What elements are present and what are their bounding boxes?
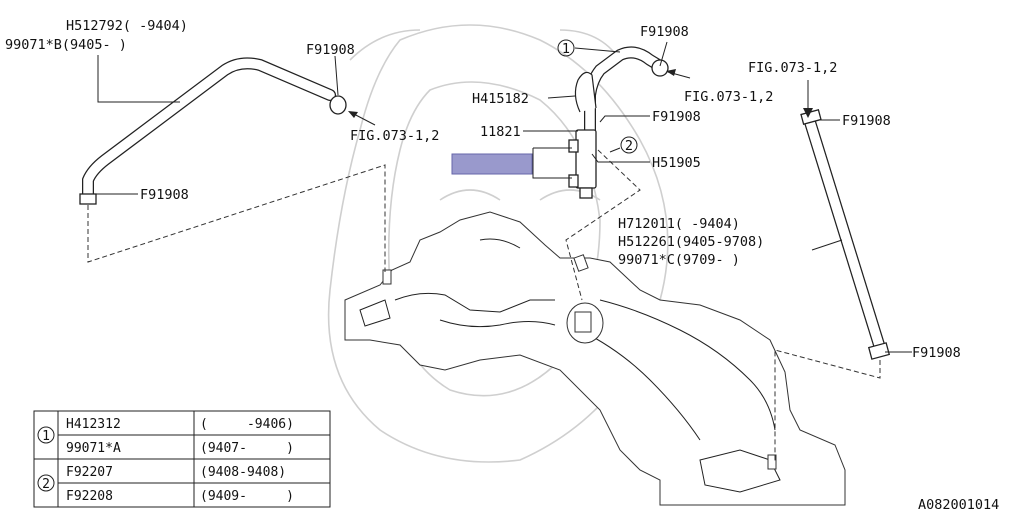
left-hose xyxy=(79,57,347,205)
callout-1: 1 xyxy=(557,39,575,57)
label-h712011: H712011( -9404) xyxy=(618,216,740,232)
right-hose xyxy=(800,109,891,360)
label-f91908-right-top: F91908 xyxy=(842,113,891,129)
legend-part-2b: F92208 xyxy=(66,489,113,504)
label-99071b: 99071*B(9405- ) xyxy=(5,37,127,53)
label-h51905: H51905 xyxy=(652,155,701,171)
legend-range-2b: (9409- ) xyxy=(200,489,294,504)
legend-ref-2: 2 xyxy=(42,477,50,492)
legend-part-2a: F92207 xyxy=(66,465,113,480)
legend-part-1b: 99071*A xyxy=(66,441,121,456)
leader-lines xyxy=(95,41,912,353)
legend-table: 1 2 H412312 ( -9406) 99071*A (9407- ) F9… xyxy=(33,410,331,508)
dashed-guides xyxy=(87,149,881,462)
legend-range-1a: ( -9406) xyxy=(200,417,294,432)
label-fig073-right: FIG.073-1,2 xyxy=(748,60,837,76)
label-fig073-mid: FIG.073-1,2 xyxy=(684,89,773,105)
callout-2-number: 2 xyxy=(625,138,633,154)
legend-ref-1: 1 xyxy=(42,429,50,444)
diagram-code: A082001014 xyxy=(918,497,999,512)
label-99071c: 99071*C(9709- ) xyxy=(618,252,740,268)
legend-part-1a: H412312 xyxy=(66,417,121,432)
intake-manifold xyxy=(344,211,846,506)
callout-2: 2 xyxy=(620,136,638,154)
legend-range-1b: (9407- ) xyxy=(200,441,294,456)
label-h512261: H512261(9405-9708) xyxy=(618,234,764,250)
label-h512792: H512792( -9404) xyxy=(66,18,188,34)
label-f91908-top-mid: F91908 xyxy=(640,24,689,40)
label-fig073-left: FIG.073-1,2 xyxy=(350,128,439,144)
center-hose-valve xyxy=(568,46,669,199)
highlight-box[interactable] xyxy=(451,153,533,175)
label-f91908-mid: F91908 xyxy=(652,109,701,125)
label-11821: 11821 xyxy=(480,124,521,140)
label-h415182: H415182 xyxy=(472,91,529,107)
callout-1-number: 1 xyxy=(562,41,570,57)
label-f91908-top-left: F91908 xyxy=(306,42,355,58)
label-f91908-bottom-left: F91908 xyxy=(140,187,189,203)
label-f91908-right-bottom: F91908 xyxy=(912,345,961,361)
legend-range-2a: (9408-9408) xyxy=(200,465,286,480)
